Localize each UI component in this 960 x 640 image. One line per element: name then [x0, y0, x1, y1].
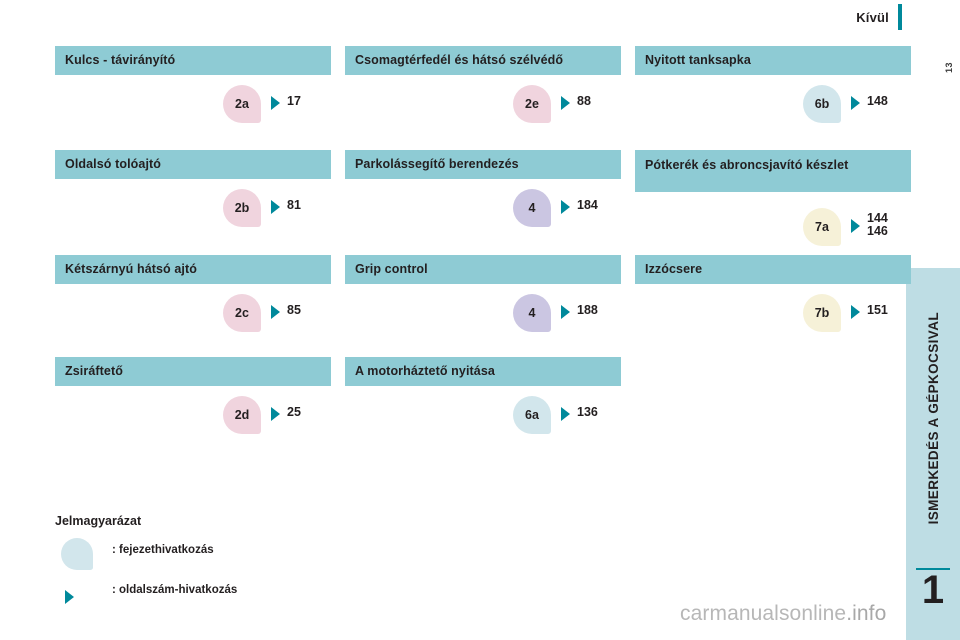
page-number[interactable]: 85 [287, 303, 301, 317]
entry-title: Grip control [345, 255, 621, 284]
page-arrow-icon [271, 200, 280, 214]
entry-columns: Kulcs - távirányító 2a 17 Oldalsó tolóaj… [55, 46, 911, 442]
legend-item-label: : fejezethivatkozás [112, 544, 214, 556]
page-number[interactable]: 144 146 [867, 211, 888, 239]
watermark-tld: .info [846, 602, 887, 625]
page-number[interactable]: 88 [577, 94, 591, 108]
legend-item-page: : oldalszám-hivatkozás [55, 582, 385, 612]
entry-reference: 2e 88 [345, 75, 621, 131]
entry-reference: 6b 148 [635, 75, 911, 131]
page-number[interactable]: 17 [287, 94, 301, 108]
entry-reference: 2a 17 [55, 75, 331, 131]
page-header-title: Kívül [856, 9, 889, 25]
entry-title: Izzócsere [635, 255, 911, 284]
entry-title: Pótkerék és abroncsjavító készlet [635, 150, 911, 192]
page-arrow-icon [851, 219, 860, 233]
entry-title: Zsiráftető [55, 357, 331, 386]
entry-grip-control: Grip control 4 188 [345, 255, 621, 340]
page-number[interactable]: 188 [577, 303, 598, 317]
entry-zsiraftetö: Zsiráftető 2d 25 [55, 357, 331, 442]
entry-reference: 6a 136 [345, 386, 621, 442]
entry-potkerek-abroncsjavito: Pótkerék és abroncsjavító készlet 7a 144… [635, 150, 911, 248]
entry-title: Parkolássegítő berendezés [345, 150, 621, 179]
triangle-marker-icon [65, 590, 74, 604]
legend: Jelmagyarázat : fejezethivatkozás : olda… [55, 514, 385, 612]
chapter-marker-bubble[interactable]: 4 [513, 189, 551, 227]
watermark: carmanualsonline.info [680, 602, 886, 626]
chapter-marker-bubble[interactable]: 2d [223, 396, 261, 434]
entry-title: A motorháztető nyitása [345, 357, 621, 386]
header-accent-bar [898, 4, 902, 30]
chapter-number: 1 [921, 568, 945, 612]
side-tab-divider [916, 568, 950, 570]
chapter-marker-bubble[interactable]: 6b [803, 85, 841, 123]
page-number[interactable]: 148 [867, 94, 888, 108]
entry-title: Kétszárnyú hátsó ajtó [55, 255, 331, 284]
chapter-marker-bubble[interactable]: 2b [223, 189, 261, 227]
page-arrow-icon [561, 200, 570, 214]
page-number[interactable]: 151 [867, 303, 888, 317]
legend-title: Jelmagyarázat [55, 514, 142, 528]
page-arrow-icon [271, 96, 280, 110]
bubble-marker-icon [61, 538, 93, 570]
entry-title: Nyitott tanksapka [635, 46, 911, 75]
chapter-marker-bubble[interactable]: 2c [223, 294, 261, 332]
entry-reference: 4 184 [345, 179, 621, 235]
entry-reference: 2c 85 [55, 284, 331, 340]
page-arrow-icon [851, 305, 860, 319]
watermark-name: carmanualsonline [680, 602, 847, 625]
entry-reference: 7a 144 146 [635, 192, 911, 248]
entry-reference: 2b 81 [55, 179, 331, 235]
entry-izzocsere: Izzócsere 7b 151 [635, 255, 911, 340]
side-tab-background [906, 268, 960, 640]
entry-nyitott-tanksapka: Nyitott tanksapka 6b 148 [635, 46, 911, 131]
page-number[interactable]: 81 [287, 198, 301, 212]
chapter-marker-bubble[interactable]: 2e [513, 85, 551, 123]
entry-reference: 7b 151 [635, 284, 911, 340]
chapter-marker-bubble[interactable]: 2a [223, 85, 261, 123]
legend-item-chapter: : fejezethivatkozás [55, 538, 385, 570]
chapter-marker-bubble[interactable]: 7a [803, 208, 841, 246]
page-number[interactable]: 136 [577, 405, 598, 419]
page-arrow-icon [561, 407, 570, 421]
entry-ketszarnyu-hatso-ajto: Kétszárnyú hátsó ajtó 2c 85 [55, 255, 331, 340]
page-arrow-icon [561, 96, 570, 110]
page-arrow-icon [561, 305, 570, 319]
entry-reference: 4 188 [345, 284, 621, 340]
page-header: Kívül [856, 4, 902, 30]
page-number[interactable]: 25 [287, 405, 301, 419]
chapter-marker-bubble[interactable]: 6a [513, 396, 551, 434]
page-arrow-icon [271, 407, 280, 421]
entry-oldalso-toloajto: Oldalsó tolóajtó 2b 81 [55, 150, 331, 235]
chapter-side-tab: ISMERKEDÉS A GÉPKOCSIVAL 1 [906, 0, 960, 640]
page-number[interactable]: 184 [577, 198, 598, 212]
entry-parkolassegito: Parkolássegítő berendezés 4 184 [345, 150, 621, 235]
entry-reference: 2d 25 [55, 386, 331, 442]
entry-title: Csomagtérfedél és hátsó szélvédő [345, 46, 621, 75]
entry-title: Kulcs - távirányító [55, 46, 331, 75]
entry-motorhazteto-nyitasa: A motorháztető nyitása 6a 136 [345, 357, 621, 442]
legend-item-label: : oldalszám-hivatkozás [112, 584, 238, 596]
entry-csomagterfedel: Csomagtérfedél és hátsó szélvédő 2e 88 [345, 46, 621, 131]
page-arrow-icon [851, 96, 860, 110]
side-tab-label: ISMERKEDÉS A GÉPKOCSIVAL [906, 268, 960, 568]
chapter-marker-bubble[interactable]: 4 [513, 294, 551, 332]
entry-kulcs-taviranyito: Kulcs - távirányító 2a 17 [55, 46, 331, 131]
page-arrow-icon [271, 305, 280, 319]
side-tab-label-text: ISMERKEDÉS A GÉPKOCSIVAL [925, 311, 941, 525]
entry-title: Oldalsó tolóajtó [55, 150, 331, 179]
chapter-marker-bubble[interactable]: 7b [803, 294, 841, 332]
